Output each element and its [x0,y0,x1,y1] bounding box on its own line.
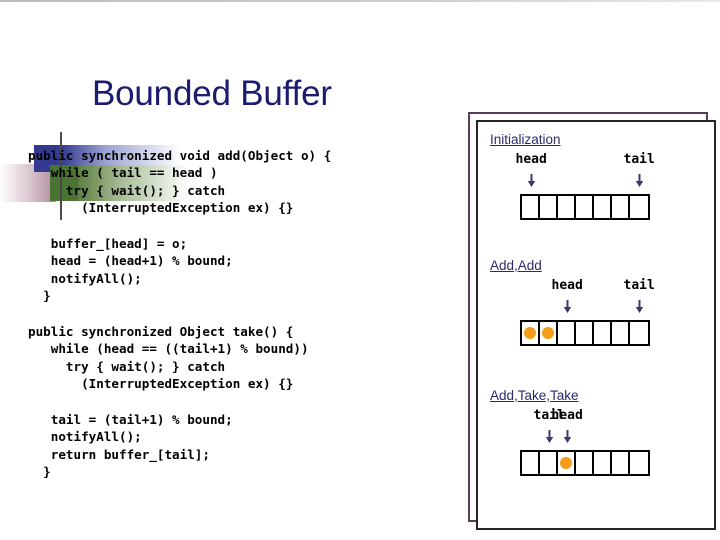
pointer-label-tail: tail [623,152,655,167]
title-underline-rule [0,0,720,2]
pointer-arrow-head [527,174,536,187]
buffer-cell [540,452,558,474]
decoration-green-square [50,165,78,201]
pointer-label-tail: tail [533,408,565,423]
pointer-label-head: head [515,152,547,167]
buffer-cell [558,452,576,474]
decoration-green-gradient [78,165,188,201]
pointer-arrow-tail [635,174,644,187]
buffer-cell [630,196,648,218]
slide-decoration [0,60,340,220]
code-listing: public synchronized void add(Object o) {… [28,147,332,480]
slide-title: Bounded Buffer [92,74,332,113]
buffer-strip [520,450,650,476]
buffer-cell [558,196,576,218]
buffer-cell [540,196,558,218]
buffer-cell [576,322,594,344]
buffer-cell [612,452,630,474]
pointer-arrow-head [563,300,572,313]
buffer-cell [522,196,540,218]
buffer-cell [594,322,612,344]
pointer-label-head: head [551,278,583,293]
pointer-label-head: head [551,408,583,423]
buffer-cell [522,322,540,344]
pointer-label-tail: tail [623,278,655,293]
pointer-arrow-head [563,430,572,443]
buffer-cell [612,196,630,218]
buffer-cell [522,452,540,474]
buffer-item-dot [560,457,572,469]
pointer-arrow-tail [635,300,644,313]
buffer-item-dot [524,327,536,339]
buffer-cell [630,452,648,474]
diagram-title: Add,Take,Take [490,388,579,403]
pointer-arrow-tail [545,430,554,443]
buffer-cell [594,452,612,474]
diagram-title: Add,Add [490,258,542,273]
buffer-cell [630,322,648,344]
buffer-item-dot [542,327,554,339]
buffer-cell [576,196,594,218]
buffer-cell [594,196,612,218]
buffer-cell [576,452,594,474]
decoration-vertical-rule [60,132,62,220]
buffer-cell [558,322,576,344]
buffer-strip [520,320,650,346]
buffer-cell [612,322,630,344]
diagram-title: Initialization [490,132,561,147]
buffer-strip [520,194,650,220]
buffer-cell [540,322,558,344]
